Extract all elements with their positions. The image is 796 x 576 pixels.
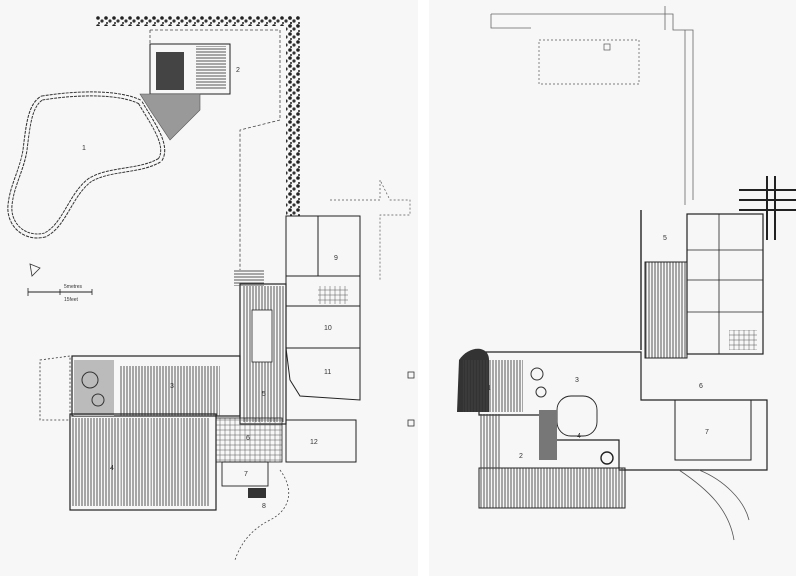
upper-room-labels: 1 2 3 4 5 6 7 <box>487 235 709 460</box>
arbor-outline <box>330 179 411 280</box>
studio-wing <box>234 270 287 425</box>
room-label-12: 12 <box>310 439 318 446</box>
room-labels: 1 2 3 4 5 6 7 8 9 10 11 12 <box>82 67 338 510</box>
staircase <box>644 261 688 359</box>
pergola <box>739 176 796 240</box>
office-rooms <box>285 215 361 463</box>
entrance-path <box>234 469 289 561</box>
room-label-11: 11 <box>324 369 331 376</box>
room-label-5: 5 <box>262 391 266 398</box>
pool <box>7 91 166 239</box>
ground-floor-drawing: 5metres 15feet <box>7 16 415 561</box>
upper-room-label-6: 6 <box>699 383 703 390</box>
upper-room-label-5: 5 <box>663 235 667 242</box>
upper-main-block <box>457 348 768 471</box>
lower-terrace <box>478 410 626 509</box>
room-label-8: 8 <box>262 503 266 510</box>
scale-label-metres: 5metres <box>64 284 83 290</box>
spiral-stair <box>600 451 614 465</box>
living-room <box>39 355 241 421</box>
stone-wall <box>96 16 300 216</box>
upper-room-label-2: 2 <box>519 453 523 460</box>
atelier <box>69 413 217 511</box>
bedroom-wing <box>686 213 764 355</box>
upper-room-label-4: 4 <box>577 433 581 440</box>
north-arrow-icon <box>29 263 41 277</box>
room-label-2: 2 <box>236 67 240 74</box>
upper-room-label-1: 1 <box>487 385 491 392</box>
room-label-4: 4 <box>110 465 114 472</box>
room-label-9: 9 <box>334 255 338 262</box>
site-outline <box>490 6 694 205</box>
room-label-3: 3 <box>170 383 174 390</box>
upper-floor-drawing: 1 2 3 4 5 6 7 <box>457 6 796 541</box>
room-label-7: 7 <box>244 471 248 478</box>
sauna-building <box>139 43 231 141</box>
entrance-hall <box>215 417 283 498</box>
ground-floor-plan: 5metres 15feet <box>7 16 415 561</box>
upper-room-label-3: 3 <box>575 377 579 384</box>
pool-outline <box>538 39 640 85</box>
room-label-10: 10 <box>324 325 332 332</box>
scale-label-feet: 15feet <box>64 297 79 303</box>
scale-bar: 5metres 15feet <box>27 284 93 303</box>
room-label-1: 1 <box>82 145 86 152</box>
upper-room-label-7: 7 <box>705 429 709 436</box>
room-label-6: 6 <box>246 435 250 442</box>
upper-floor-plan: 1 2 3 4 5 6 7 <box>429 0 796 576</box>
